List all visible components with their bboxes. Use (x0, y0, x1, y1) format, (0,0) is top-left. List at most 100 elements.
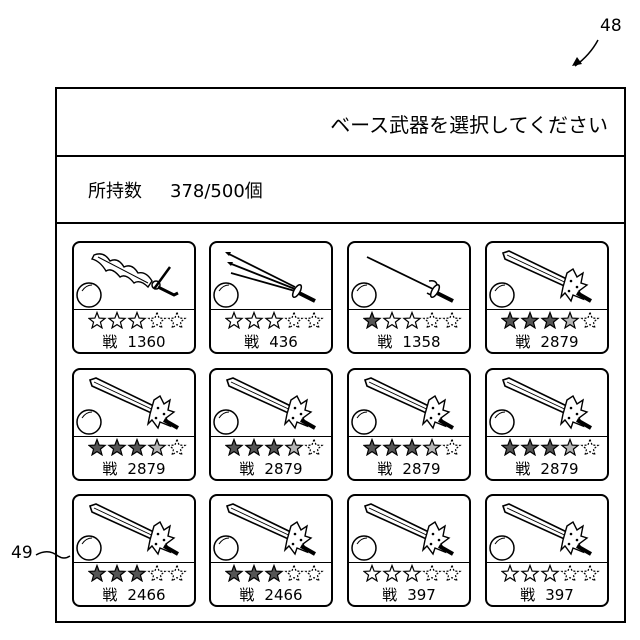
star-outline-icon (129, 313, 145, 328)
power-value: 2466 (264, 586, 302, 604)
star-empty-icon (582, 566, 598, 581)
power-stat: 戦2879 (211, 458, 331, 479)
card-divider (349, 309, 469, 310)
star-empty-icon (149, 313, 165, 328)
power-label: 戦 (377, 333, 392, 351)
star-outline-icon (226, 313, 242, 328)
rarity-stars (88, 438, 188, 456)
star-filled-icon (226, 566, 242, 581)
weapon-card[interactable]: 戦 2466 (72, 494, 196, 607)
star-filled-icon (109, 440, 125, 455)
power-value: 1358 (402, 333, 440, 351)
card-divider (487, 436, 607, 437)
power-stat: 戦2466 (211, 584, 331, 605)
inventory-label: 所持数 (88, 177, 142, 203)
power-label: 戦 (515, 333, 530, 351)
star-outline-icon (89, 313, 105, 328)
rarity-stars (88, 564, 188, 582)
star-empty-icon (169, 440, 185, 455)
card-divider (349, 436, 469, 437)
star-filled-icon (364, 313, 380, 328)
weapon-card[interactable]: 戦 1358 (347, 241, 471, 354)
star-partial-icon (562, 313, 578, 328)
star-outline-icon (109, 313, 125, 328)
rarity-stars (88, 311, 188, 329)
card-divider (211, 309, 331, 310)
power-value: 2879 (540, 460, 578, 478)
power-label: 戦 (239, 460, 254, 478)
card-divider (74, 309, 194, 310)
star-empty-icon (562, 566, 578, 581)
rarity-stars (363, 438, 463, 456)
star-empty-icon (444, 440, 460, 455)
power-stat: 戦 2466 (74, 584, 194, 605)
star-filled-icon (109, 566, 125, 581)
weapon-card[interactable]: 戦2879 (347, 368, 471, 481)
star-filled-icon (129, 440, 145, 455)
inventory-count-bar: 所持数 378/500個 (57, 155, 624, 224)
rarity-stars (225, 311, 325, 329)
weapon-card[interactable]: 戦 2879 (72, 368, 196, 481)
star-empty-icon (306, 566, 322, 581)
power-value: 2466 (127, 586, 165, 604)
power-label: 戦 (244, 333, 259, 351)
weapon-card[interactable]: 戦 1360 (72, 241, 196, 354)
star-empty-icon (444, 313, 460, 328)
power-value: 2879 (402, 460, 440, 478)
rarity-stars (225, 438, 325, 456)
rarity-stars (501, 311, 601, 329)
screen-header: ベース武器を選択してください (57, 89, 624, 157)
weapon-select-screen: ベース武器を選択してください 所持数 378/500個 戦 1360 戦 436 戦 13… (55, 87, 626, 623)
star-empty-icon (306, 440, 322, 455)
rarity-stars (501, 564, 601, 582)
rarity-stars (501, 438, 601, 456)
weapon-card[interactable]: 戦 436 (209, 241, 333, 354)
power-stat: 戦 1360 (74, 331, 194, 352)
star-filled-icon (89, 440, 105, 455)
star-empty-icon (169, 313, 185, 328)
power-value: 436 (269, 333, 298, 351)
star-filled-icon (266, 566, 282, 581)
weapon-card[interactable]: 戦397 (485, 494, 609, 607)
power-label: 戦 (102, 460, 117, 478)
broad-sword-icon (487, 370, 607, 436)
star-filled-icon (542, 313, 558, 328)
star-empty-icon (424, 313, 440, 328)
weapon-card[interactable]: 戦2466 (209, 494, 333, 607)
star-empty-icon (424, 566, 440, 581)
power-stat: 戦2879 (349, 458, 469, 479)
power-stat: 戦 2879 (487, 458, 607, 479)
card-divider (487, 309, 607, 310)
power-stat: 戦 2879 (487, 331, 607, 352)
star-filled-icon (542, 440, 558, 455)
star-outline-icon (246, 313, 262, 328)
star-empty-icon (149, 566, 165, 581)
broad-sword-icon (487, 243, 607, 309)
star-filled-icon (129, 566, 145, 581)
star-partial-icon (149, 440, 165, 455)
star-outline-icon (502, 566, 518, 581)
star-filled-icon (364, 440, 380, 455)
star-empty-icon (169, 566, 185, 581)
weapon-card[interactable]: 戦 2879 (485, 241, 609, 354)
power-label: 戦 (102, 333, 117, 351)
star-outline-icon (266, 313, 282, 328)
power-value: 1360 (127, 333, 165, 351)
card-divider (349, 562, 469, 563)
star-empty-icon (306, 313, 322, 328)
star-filled-icon (502, 440, 518, 455)
broad-sword-icon (211, 370, 331, 436)
power-label: 戦 (102, 586, 117, 604)
weapon-card[interactable]: 戦397 (347, 494, 471, 607)
star-filled-icon (502, 313, 518, 328)
rapier-icon (349, 243, 469, 309)
weapon-card[interactable]: 戦2879 (209, 368, 333, 481)
power-value: 2879 (127, 460, 165, 478)
power-stat: 戦397 (487, 584, 607, 605)
weapon-card[interactable]: 戦 2879 (485, 368, 609, 481)
broad-sword-icon (74, 496, 194, 562)
power-value: 2879 (540, 333, 578, 351)
star-empty-icon (582, 313, 598, 328)
trident-icon (211, 243, 331, 309)
power-label: 戦 (515, 460, 530, 478)
